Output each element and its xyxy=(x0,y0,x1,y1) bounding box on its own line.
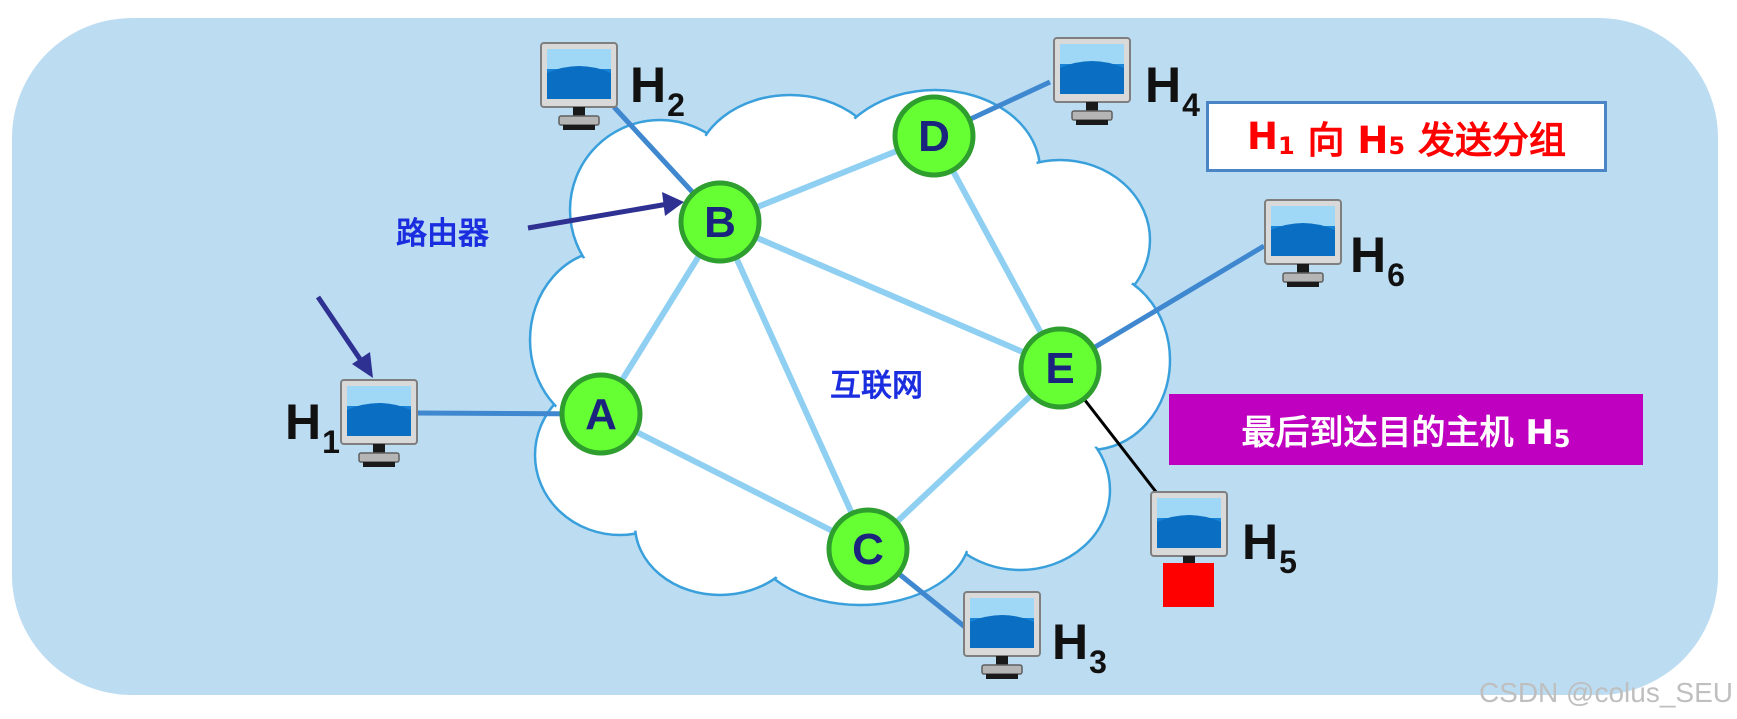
host-label-h3: H3 xyxy=(1052,614,1107,680)
arrive-callout-sub: 5 xyxy=(1553,424,1571,453)
link-A-C xyxy=(599,411,870,552)
computer-icon xyxy=(1150,491,1228,579)
host-label-h1: H1 xyxy=(285,394,340,460)
routers-layer: A B C D E xyxy=(559,94,1102,591)
sender-pointer-arrow xyxy=(315,295,373,378)
router-label: E xyxy=(1045,344,1074,393)
host-label-h2: H2 xyxy=(630,57,685,123)
router-pointer-arrow xyxy=(527,192,684,231)
router-label: C xyxy=(852,525,884,574)
link-B-E xyxy=(718,219,1062,371)
router-node xyxy=(826,507,910,591)
router-label: B xyxy=(704,198,736,247)
internet-label: 互联网 xyxy=(830,368,923,404)
send-callout-prefix: H xyxy=(1247,115,1278,158)
router-e: E xyxy=(1018,326,1102,410)
computer-icon xyxy=(963,591,1041,679)
computer-icon xyxy=(1264,199,1342,287)
host-label-h6: H6 xyxy=(1350,227,1405,293)
router-a: A xyxy=(559,372,643,456)
send-callout-suffix: 发送分组 xyxy=(1405,118,1566,162)
router-label: A xyxy=(585,390,617,439)
router-node xyxy=(559,372,643,456)
arrive-callout-text: 最后到达目的主机 H xyxy=(1241,413,1554,453)
router-node xyxy=(678,180,762,264)
link-D-E xyxy=(931,134,1063,370)
router-note-label: 路由器 xyxy=(396,216,489,252)
computer-icon xyxy=(340,379,418,467)
host-label-h4: H4 xyxy=(1145,57,1200,123)
router-b: B xyxy=(678,180,762,264)
computer-icon xyxy=(1053,37,1131,125)
computer-icon xyxy=(540,42,618,130)
router-d: D xyxy=(892,94,976,178)
router-node xyxy=(1018,326,1102,410)
hosts-layer xyxy=(340,37,1342,679)
router-label: D xyxy=(918,112,950,161)
host-label-h5: H5 xyxy=(1242,514,1297,580)
send-callout-sub1: 1 xyxy=(1277,131,1295,160)
send-callout-sub2: 5 xyxy=(1388,131,1406,160)
send-callout-mid: 向 H xyxy=(1294,118,1389,162)
link-B-C xyxy=(717,220,871,551)
router-node xyxy=(892,94,976,178)
watermark: CSDN @colus_SEU xyxy=(1478,677,1733,708)
router-c: C xyxy=(826,507,910,591)
packet-icon xyxy=(1163,563,1214,607)
link-C-E xyxy=(865,365,1063,552)
